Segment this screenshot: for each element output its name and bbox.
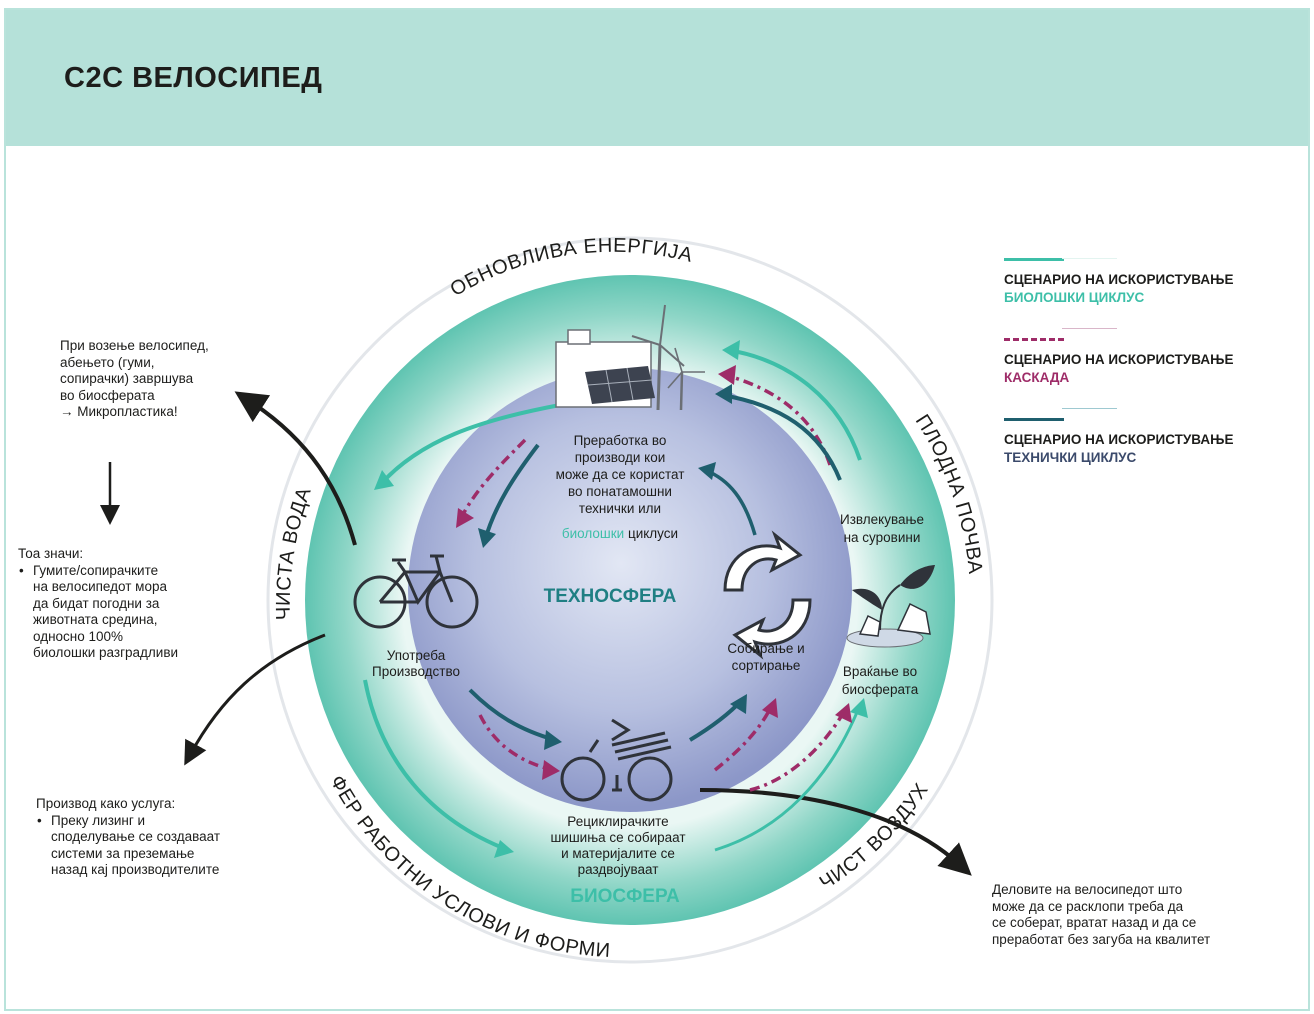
list-item: Гумите/сопирачките на велосипедот мора д… <box>19 563 178 662</box>
cascade-arrow-right-2 <box>749 709 847 792</box>
bio-arrowhead-bottom-right <box>850 698 868 718</box>
cascade-arrowhead-right-1 <box>762 698 778 718</box>
svg-text:на суровини: на суровини <box>844 530 921 545</box>
svg-text:Извлекување: Извлекување <box>840 512 924 527</box>
svg-text:раздвојуваат: раздвојуваат <box>578 862 659 877</box>
tech-arrow-left <box>483 443 540 541</box>
meaning-note: Тоа значи: Гумите/сопирачките на велосип… <box>18 546 178 662</box>
legend-swatch-cascade <box>1004 338 1064 341</box>
tech-arrowhead-right <box>730 694 747 714</box>
biosphere-label: БИОСФЕРА <box>570 886 680 907</box>
tech-arrow-top <box>721 393 842 481</box>
recycle-icon <box>723 530 812 660</box>
svg-text:производи кои: производи кои <box>575 450 666 465</box>
factory-wind-icon <box>555 304 705 411</box>
svg-text:Производство: Производство <box>372 664 460 679</box>
bio-arrowhead-left <box>374 470 394 490</box>
svg-text:Преработка во: Преработка во <box>574 433 667 448</box>
bio-arrow-top <box>727 348 862 461</box>
cascade-arrowhead-bottom <box>542 760 560 780</box>
legend: СЦЕНАРИО НА ИСКОРИСТУВАЊЕ БИОЛОШКИ ЦИКЛУ… <box>1004 258 1309 498</box>
bio-arrow-left <box>378 403 561 487</box>
bio-arrowhead-bottom-left <box>494 840 514 858</box>
svg-text:може да се користат: може да се користат <box>556 467 685 482</box>
legend-subtitle: КАСКАДА <box>1004 370 1070 385</box>
svg-text:во понатамошни: во понатамошни <box>568 484 672 499</box>
bio-arrow-bottom-left <box>363 679 509 852</box>
svg-text:технички или: технички или <box>579 501 661 516</box>
svg-text:Рециклирачките: Рециклирачките <box>567 814 668 829</box>
tech-arrowhead-inner <box>698 462 716 480</box>
svg-text:Употреба: Употреба <box>387 648 446 663</box>
technosphere-label: ТЕХНОСФЕРА <box>544 586 677 607</box>
legend-heading: СЦЕНАРИО НА ИСКОРИСТУВАЊЕ <box>1004 432 1234 447</box>
return-node-label: Враќање во биосферата <box>842 664 919 697</box>
legend-subtitle: БИОЛОШКИ ЦИКЛУС <box>1004 290 1145 305</box>
svg-text:биолошки циклуси: биолошки циклуси <box>562 526 678 541</box>
bio-arrow-bottom-right <box>714 704 862 852</box>
tech-arrowhead-bottom <box>544 730 562 750</box>
arrow-to-microplastic-note <box>234 391 357 546</box>
legend-item-cascade: СЦЕНАРИО НА ИСКОРИСТУВАЊЕ КАСКАДА <box>1004 328 1309 418</box>
legend-item-technical: СЦЕНАРИО НА ИСКОРИСТУВАЊЕ ТЕХНИЧКИ ЦИКЛУ… <box>1004 408 1309 498</box>
recycling-node-label: Рециклирачките шишиња се собираат и мате… <box>550 814 685 877</box>
cascade-arrowhead-left <box>456 508 474 528</box>
processing-node-label: Преработка во производи кои може да се к… <box>556 433 685 541</box>
bicycle-icon <box>353 554 479 629</box>
legend-item-bio-cycle: СЦЕНАРИО НА ИСКОРИСТУВАЊЕ БИОЛОШКИ ЦИКЛУ… <box>1004 258 1309 338</box>
arrow-to-parts-note <box>699 788 972 876</box>
cascade-arrow-left <box>458 438 527 521</box>
legend-heading: СЦЕНАРИО НА ИСКОРИСТУВАЊЕ <box>1004 352 1234 367</box>
svg-text:биосферата: биосферата <box>842 682 919 697</box>
svg-text:шишиња се собираат: шишиња се собираат <box>550 830 685 845</box>
legend-subtitle: ТЕХНИЧКИ ЦИКЛУС <box>1004 450 1137 465</box>
legend-heading: СЦЕНАРИО НА ИСКОРИСТУВАЊЕ <box>1004 272 1234 287</box>
bio-arrowhead-top <box>722 340 740 360</box>
plant-minerals-icon <box>846 565 935 648</box>
tech-arrowhead-top <box>715 384 732 404</box>
microplastic-note: При возење велосипед, абењето (гуми, соп… <box>60 338 209 419</box>
arrow-to-service-note <box>184 633 326 766</box>
legend-swatch-technical <box>1004 418 1064 421</box>
page-title: C2C ВЕЛОСИПЕД <box>64 62 323 94</box>
svg-text:и материјалите се: и материјалите се <box>561 846 675 861</box>
legend-swatch-bio <box>1004 258 1064 261</box>
parts-note: Деловите на велосипедот што може да се р… <box>992 882 1211 947</box>
cascade-arrowhead-top <box>718 365 736 385</box>
tech-arrowhead-left <box>478 528 496 548</box>
svg-text:Враќање во: Враќање во <box>843 664 917 679</box>
svg-text:Собирање и: Собирање и <box>727 641 804 656</box>
header-band <box>6 10 1308 146</box>
use-node-label: Употреба Производство <box>372 648 460 679</box>
cascade-arrowhead-right-2 <box>835 703 852 723</box>
tech-arrow-bottom <box>468 688 556 742</box>
bicycle-parts-icon <box>560 718 673 802</box>
service-note: Производ како услуга: Преку лизинг и спо… <box>36 796 220 879</box>
extraction-node-label: Извлекување на суровини <box>840 512 924 545</box>
list-item: Преку лизинг и споделување се создаваат … <box>37 813 220 879</box>
collecting-node-label: Собирање и сортирање <box>727 641 804 673</box>
svg-text:сортирање: сортирање <box>732 658 801 673</box>
